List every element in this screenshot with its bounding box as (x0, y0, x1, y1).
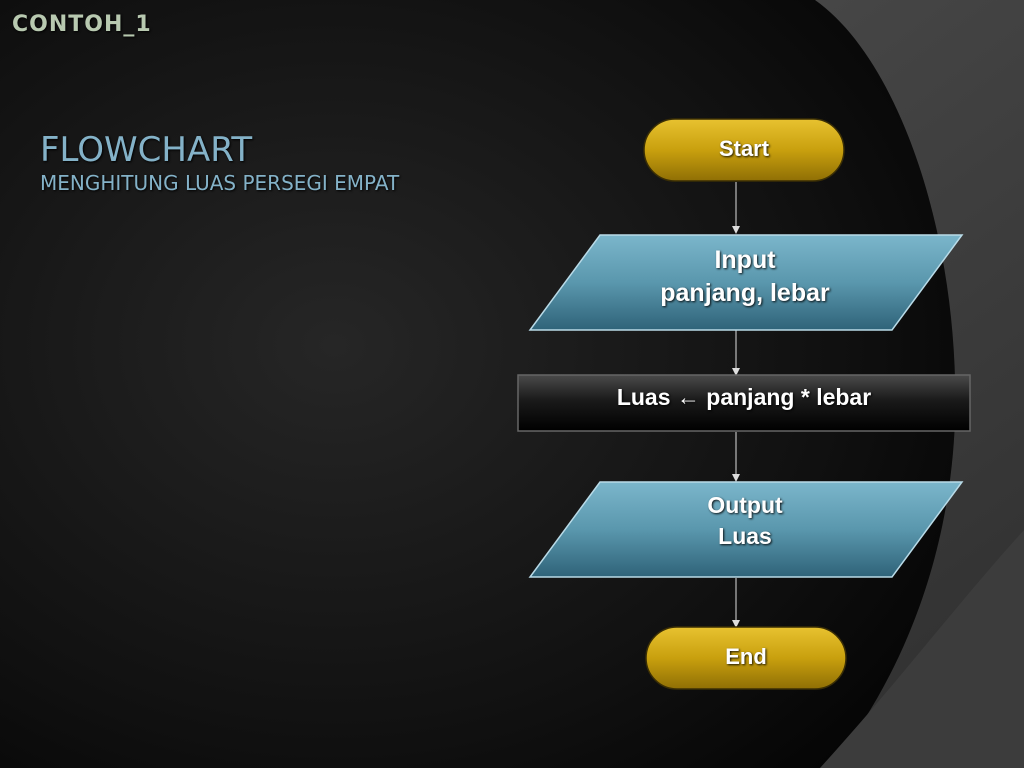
input-line-1: Input (714, 246, 776, 274)
start-label: Start (644, 136, 844, 162)
end-terminator (645, 626, 847, 690)
end-label: End (646, 644, 846, 670)
output-label: Output Luas (560, 490, 930, 552)
slide-header: CONTOH_1 (12, 12, 152, 37)
start-text: Start (718, 136, 770, 161)
process-label: Luas ← panjang * lebar (518, 384, 970, 411)
output-line-1: Output (707, 492, 783, 518)
slide-title: FLOWCHART (40, 130, 253, 170)
process-text: Luas ← panjang * lebar (616, 384, 872, 410)
input-line-2: panjang, lebar (660, 279, 830, 307)
process-rectangle (517, 374, 971, 432)
slide-subtitle: MENGHITUNG LUAS PERSEGI EMPAT (40, 171, 400, 195)
end-text: End (725, 644, 767, 669)
output-parallelogram (528, 481, 964, 578)
output-line-2: Luas (718, 523, 772, 549)
slide-title-block: FLOWCHART MENGHITUNG LUAS PERSEGI EMPAT (40, 130, 399, 196)
start-terminator (643, 118, 845, 182)
input-label: Input panjang, lebar (560, 244, 930, 310)
input-parallelogram (528, 234, 964, 331)
